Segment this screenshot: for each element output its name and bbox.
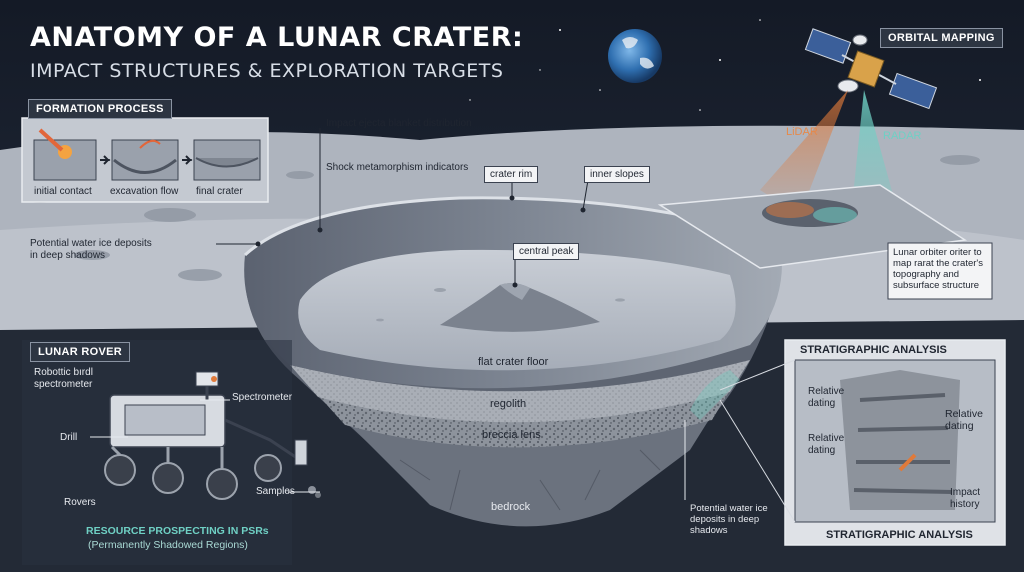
water-ice-tint bbox=[690, 370, 740, 420]
orbital-callout-text: Lunar orbiter oriter to map rarat the cr… bbox=[893, 247, 983, 291]
water-ice-label-bottom: Potential water ice deposits in deep sha… bbox=[690, 503, 768, 536]
robotic-arm-label: Robottic bırdl spectrometer bbox=[34, 367, 93, 390]
orbiter-satellite bbox=[804, 28, 938, 110]
surface-craters bbox=[28, 155, 980, 281]
radar-label: RADAR bbox=[883, 130, 922, 142]
breccia-lens-layer bbox=[318, 390, 730, 448]
page-title: ANATOMY OF A LUNAR CRATER: bbox=[30, 22, 524, 53]
water-ice-label-left: Potential water ice deposits in deep sha… bbox=[30, 238, 152, 261]
regolith-label: regolith bbox=[490, 398, 527, 410]
rover-panel bbox=[22, 340, 292, 565]
formation-heading: FORMATION PROCESS bbox=[28, 99, 172, 119]
flat-floor-label: flat crater floor bbox=[478, 356, 549, 368]
lidar-beam bbox=[760, 90, 848, 215]
ejecta-label: Impact ejecta blanket distribution bbox=[326, 118, 472, 129]
bedrock-layer bbox=[345, 418, 710, 527]
shock-label: Shock metamorphism indicators bbox=[326, 162, 469, 173]
crater-rim-label: crater rim bbox=[484, 166, 539, 183]
formation-step-1-label: initial contact bbox=[34, 186, 92, 197]
formation-step-3-label: final crater bbox=[196, 186, 243, 197]
prospecting-subtitle: (Permanently Shadowed Regions) bbox=[88, 539, 248, 551]
prospecting-title: RESOURCE PROSPECTING IN PSRs bbox=[86, 525, 269, 537]
strat-footer: STRATIGRAPHIC ANALYSIS bbox=[826, 529, 973, 541]
arrow-icon bbox=[182, 155, 193, 165]
orbital-callout-box bbox=[887, 242, 993, 300]
orbital-heading: ORBITAL MAPPING bbox=[880, 28, 1003, 48]
arrow-icon bbox=[100, 155, 111, 165]
stars bbox=[469, 19, 981, 111]
rovers-label: Rovers bbox=[64, 497, 96, 508]
lidar-label: LiDAR bbox=[786, 126, 818, 138]
leader-lines bbox=[216, 128, 589, 285]
lunar-rover-illustration bbox=[104, 371, 321, 500]
page-subtitle: IMPACT STRUCTURES & EXPLORATION TARGETS bbox=[30, 60, 504, 82]
central-peak-label: central peak bbox=[513, 243, 580, 260]
rover-heading: LUNAR ROVER bbox=[30, 342, 130, 362]
strat-heading: STRATIGRAPHIC ANALYSIS bbox=[800, 344, 947, 356]
drill-label: Drill bbox=[60, 432, 78, 443]
breccia-label: breccia lens bbox=[482, 429, 541, 441]
samples-label: Samples bbox=[256, 486, 295, 497]
earth-illustration bbox=[608, 29, 662, 83]
central-peak bbox=[440, 283, 600, 332]
bedrock-label: bedrock bbox=[491, 501, 531, 513]
spectrometer-label: Spectrometer bbox=[232, 392, 293, 403]
impact-marker bbox=[898, 453, 917, 472]
formation-step-2-label: excavation flow bbox=[110, 186, 179, 197]
inner-slopes-label: inner slopes bbox=[584, 166, 650, 183]
regolith-layer bbox=[290, 360, 750, 423]
